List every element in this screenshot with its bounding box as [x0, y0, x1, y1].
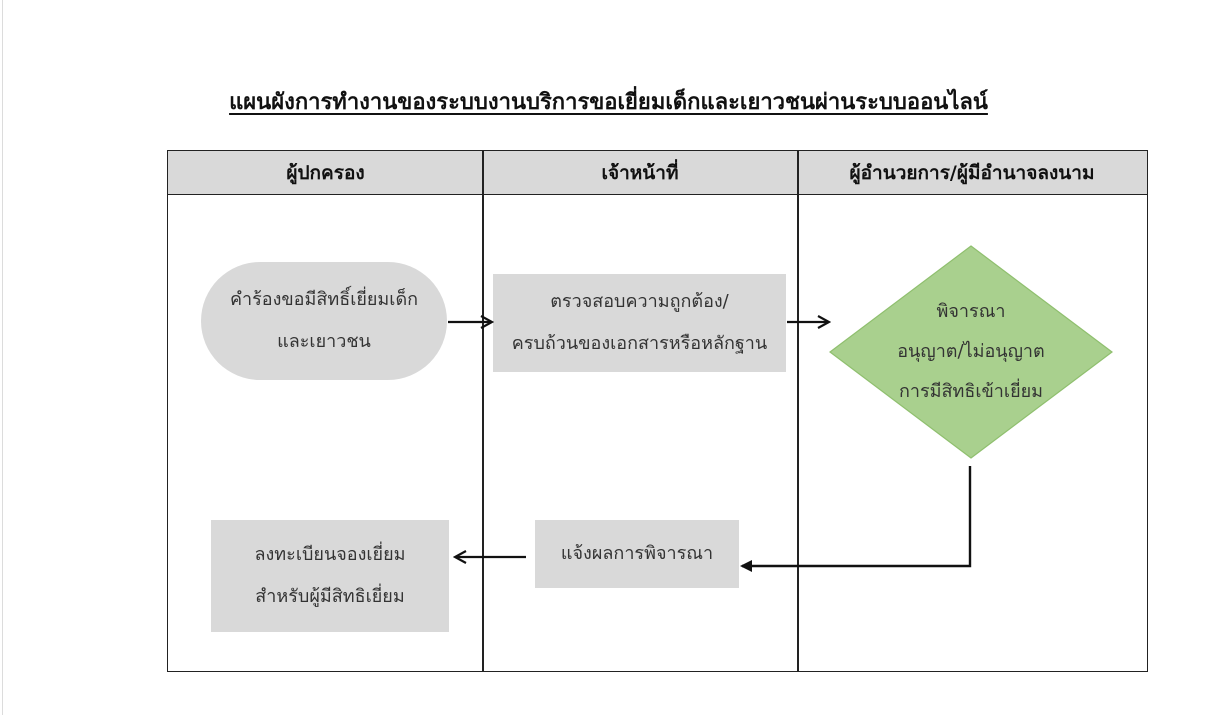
- step-request: คำร้องขอมีสิทธิ์เยี่ยมเด็ก และเยาวชน: [201, 262, 447, 380]
- lane-divider: [482, 151, 484, 671]
- step-decision-line2: อนุญาต/ไม่อนุญาต: [897, 341, 1045, 362]
- lane-divider: [797, 151, 799, 671]
- step-notify: แจ้งผลการพิจารณา: [535, 520, 739, 588]
- step-notify-line1: แจ้งผลการพิจารณา: [560, 543, 714, 564]
- step-decision-line1: พิจารณา: [936, 301, 1006, 322]
- lane-header-guardian: ผู้ปกครอง: [168, 151, 483, 195]
- step-verify: ตรวจสอบความถูกต้อง/ ครบถ้วนของเอกสารหรือ…: [493, 274, 786, 372]
- step-request-line1: คำร้องขอมีสิทธิ์เยี่ยมเด็ก: [229, 289, 419, 310]
- page-edge-rule: [2, 0, 3, 715]
- lane-header-director: ผู้อำนวยการ/ผู้มีอำนาจลงนาม: [797, 151, 1147, 195]
- step-verify-line2: ครบถ้วนของเอกสารหรือหลักฐาน: [511, 333, 768, 354]
- step-verify-line1: ตรวจสอบความถูกต้อง/: [550, 291, 729, 312]
- swimlane-table: ผู้ปกครอง เจ้าหน้าที่ ผู้อำนวยการ/ผู้มีอ…: [167, 150, 1148, 672]
- step-register: ลงทะเบียนจองเยี่ยม สำหรับผู้มีสิทธิเยี่ย…: [211, 520, 449, 632]
- page-title: แผนผังการทำงานของระบบงานบริการขอเยี่ยมเด…: [229, 90, 988, 115]
- lane-header-officer: เจ้าหน้าที่: [483, 151, 797, 195]
- step-decision-line3: การมีสิทธิเข้าเยี่ยม: [898, 381, 1044, 402]
- step-request-line2: และเยาวชน: [277, 331, 371, 352]
- step-register-line2: สำหรับผู้มีสิทธิเยี่ยม: [255, 586, 405, 607]
- step-decision: พิจารณา อนุญาต/ไม่อนุญาต การมีสิทธิเข้าเ…: [830, 246, 1112, 458]
- step-register-line1: ลงทะเบียนจองเยี่ยม: [254, 544, 406, 565]
